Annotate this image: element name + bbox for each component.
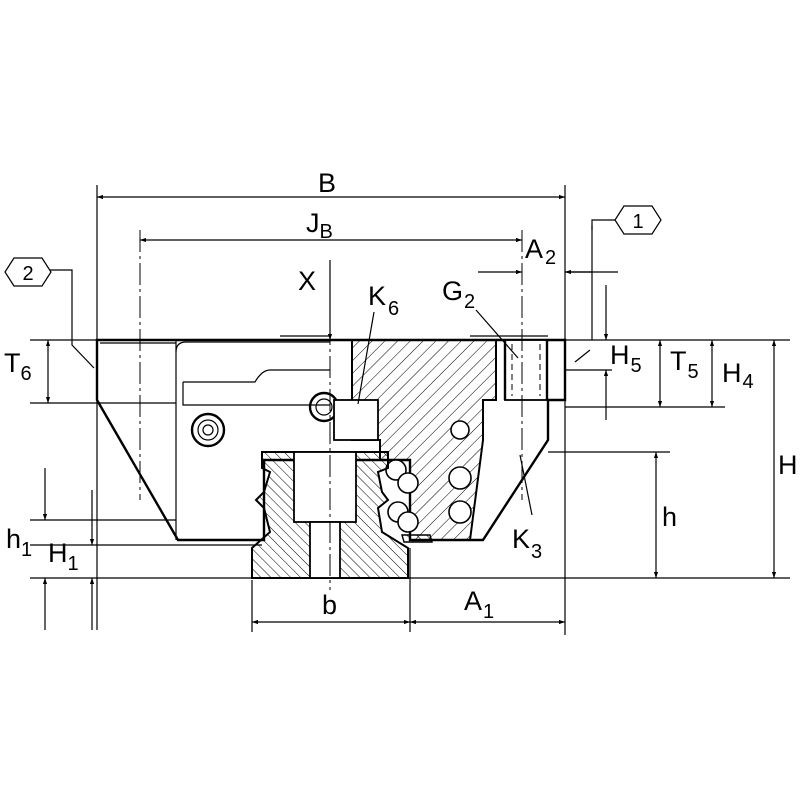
- callout-1: 1: [614, 205, 662, 235]
- leader-lines: [48, 219, 627, 516]
- label-h1: h1: [6, 524, 32, 561]
- label-B: B: [318, 168, 336, 198]
- label-T6: T6: [4, 348, 32, 385]
- label-K3: K3: [512, 524, 542, 563]
- callout-1-text: 1: [632, 211, 643, 233]
- label-h: h: [662, 502, 677, 532]
- label-T5: T5: [670, 346, 699, 383]
- label-H5: H5: [610, 340, 642, 377]
- label-H: H: [778, 450, 798, 480]
- label-H1: H1: [48, 538, 79, 575]
- callout-2-text: 2: [22, 263, 33, 285]
- label-H4: H4: [722, 358, 754, 393]
- dimension-lines: [42, 194, 777, 630]
- label-b: b: [322, 590, 337, 620]
- label-JB: JB: [306, 208, 333, 243]
- callout-2: 2: [4, 257, 52, 287]
- label-X: X: [298, 266, 316, 296]
- lubrication-nipple: [190, 391, 340, 448]
- label-A1: A1: [464, 586, 494, 623]
- label-G2: G2: [442, 276, 475, 313]
- block-section: [333, 339, 549, 543]
